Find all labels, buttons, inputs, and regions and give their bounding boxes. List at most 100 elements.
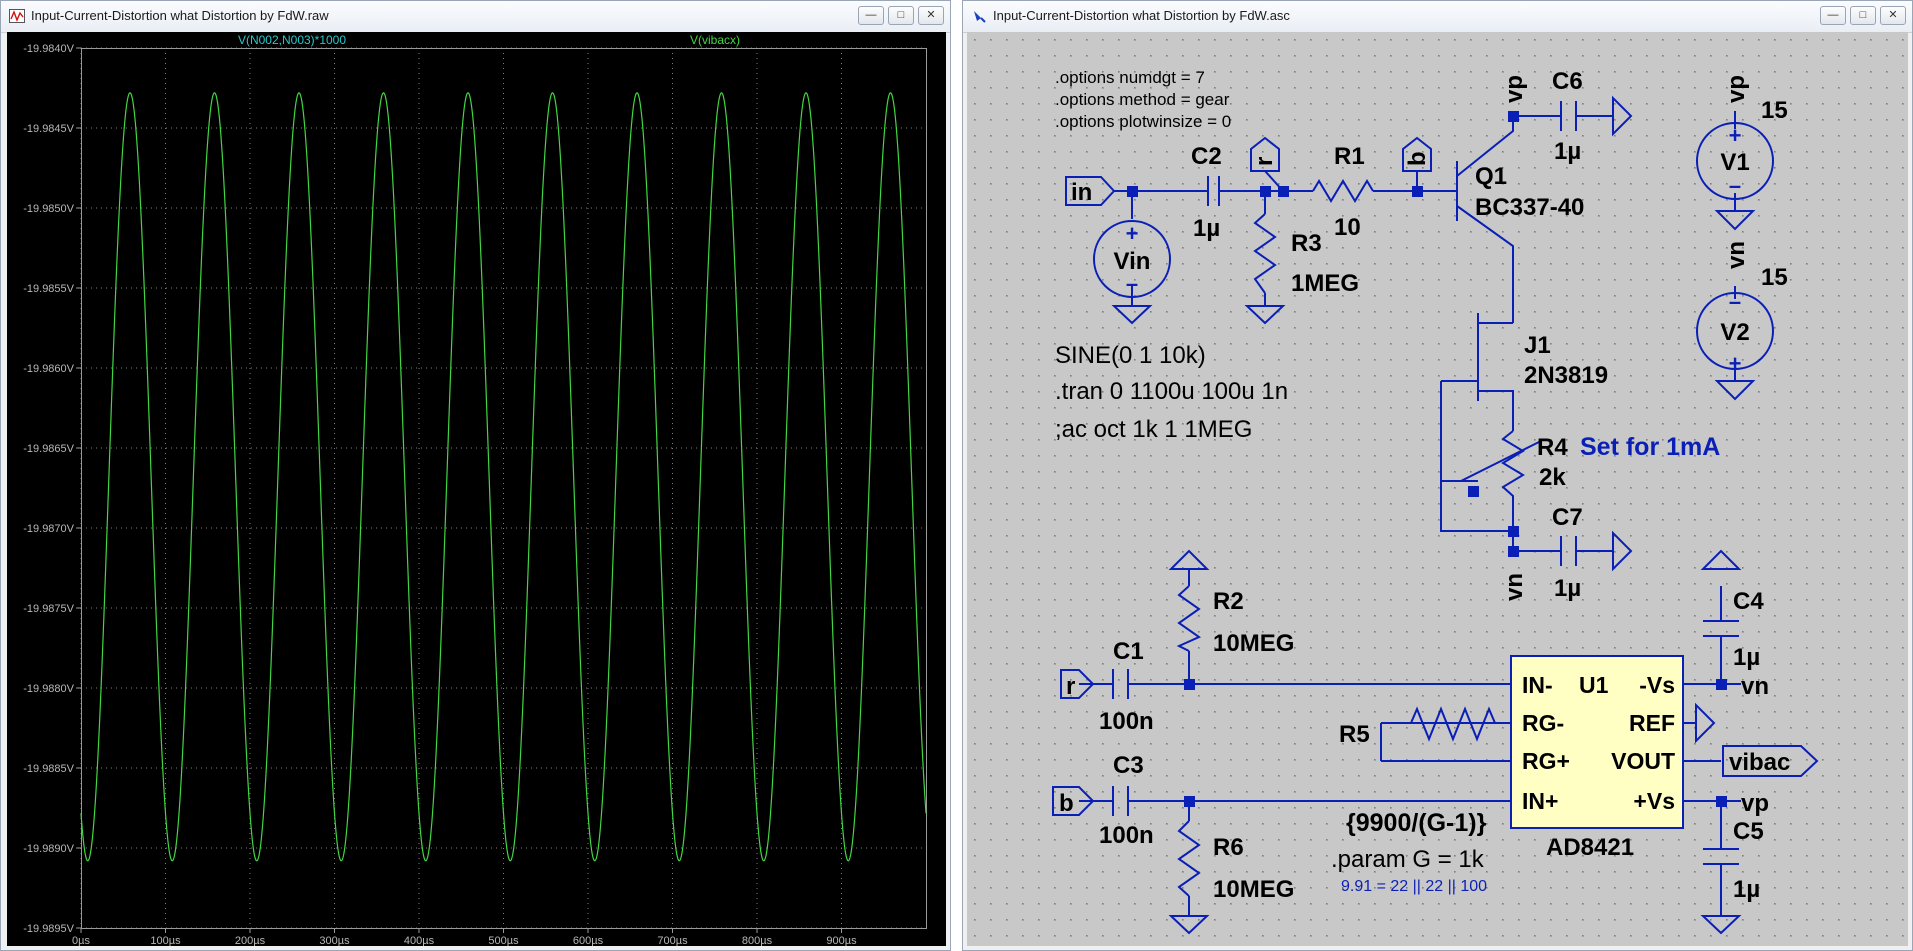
label-v1-value[interactable]: 15 <box>1761 97 1788 124</box>
net-label-vp-q1[interactable]: vp <box>1501 75 1528 103</box>
capacitor-c5-symbol[interactable] <box>1703 848 1739 865</box>
schematic-close-button[interactable]: ✕ <box>1880 6 1906 25</box>
label-u1-value[interactable]: AD8421 <box>1546 834 1634 861</box>
voltage-source-v1-symbol[interactable] <box>1696 122 1774 200</box>
directive-numdgt[interactable]: .options numdgt = 7 <box>1055 68 1205 87</box>
vin-sine-spec[interactable]: SINE(0 1 10k) <box>1055 342 1206 369</box>
label-c3[interactable]: C3 <box>1113 752 1144 779</box>
label-r3-value[interactable]: 1MEG <box>1291 270 1359 297</box>
spice-options-block[interactable]: .options numdgt = 7 .options method = ge… <box>1055 68 1231 131</box>
label-r2[interactable]: R2 <box>1213 588 1244 615</box>
pin-ref: REF <box>1629 710 1675 736</box>
label-r1-value[interactable]: 10 <box>1334 214 1361 241</box>
resistor-r6-symbol[interactable] <box>1177 820 1201 897</box>
schematic-app-icon <box>974 11 986 23</box>
voltage-source-vin-symbol[interactable] <box>1093 220 1171 298</box>
label-r6-value[interactable]: 10MEG <box>1213 876 1294 903</box>
net-label-b-top[interactable]: b <box>1404 151 1431 166</box>
instrumentation-amp-u1-symbol[interactable] <box>1510 655 1684 829</box>
schematic-canvas[interactable]: +– +– –+ .options numdgt = 7 .options me… <box>967 32 1908 946</box>
svg-text:+: + <box>1729 123 1742 148</box>
label-c7-value[interactable]: 1µ <box>1554 575 1581 602</box>
svg-text:–: – <box>1126 271 1138 296</box>
net-label-r[interactable]: r <box>1066 673 1075 700</box>
waveform-viewer-window: Input-Current-Distortion what Distortion… <box>0 0 951 951</box>
capacitor-c1-symbol[interactable] <box>1112 669 1129 699</box>
label-r6[interactable]: R6 <box>1213 834 1244 861</box>
r5-value-expr[interactable]: {9900/(G-1)} <box>1346 809 1487 837</box>
potentiometer-r4-symbol[interactable] <box>1441 430 1542 531</box>
net-label-vibac[interactable]: vibac <box>1729 749 1790 776</box>
label-c2[interactable]: C2 <box>1191 143 1222 170</box>
plot-minimize-button[interactable]: — <box>858 6 884 25</box>
net-label-in[interactable]: in <box>1071 179 1092 206</box>
net-label-vp-u1[interactable]: vp <box>1741 790 1769 817</box>
label-c6[interactable]: C6 <box>1552 68 1583 95</box>
label-c6-value[interactable]: 1µ <box>1554 138 1581 165</box>
net-label-r-top[interactable]: r <box>1251 157 1278 166</box>
label-c4[interactable]: C4 <box>1733 588 1764 615</box>
label-r4[interactable]: R4 <box>1537 434 1568 461</box>
trace-label-vn002[interactable]: V(N002,N003)*1000 <box>238 33 346 47</box>
resistor-r1-symbol[interactable] <box>1312 179 1374 203</box>
plot-title-bar[interactable]: Input-Current-Distortion what Distortion… <box>1 1 950 33</box>
label-r5[interactable]: R5 <box>1339 721 1370 748</box>
directive-tran[interactable]: .tran 0 1100u 100u 1n <box>1055 378 1288 405</box>
param-g[interactable]: .param G = 1k <box>1331 846 1485 873</box>
net-label-vn-v2[interactable]: vn <box>1723 241 1750 269</box>
schematic-grid <box>967 32 1908 946</box>
capacitor-c3-symbol[interactable] <box>1112 786 1129 816</box>
schematic-title-bar[interactable]: Input-Current-Distortion what Distortion… <box>963 1 1912 33</box>
label-c3-value[interactable]: 100n <box>1099 822 1154 849</box>
label-j1[interactable]: J1 <box>1524 332 1551 359</box>
jfet-j1-symbol[interactable] <box>1477 311 1514 401</box>
x-tick-label: 100µs <box>150 935 181 946</box>
label-v2[interactable]: V2 <box>1720 319 1749 346</box>
capacitor-c2-symbol[interactable] <box>1207 176 1220 206</box>
label-r4-value[interactable]: 2k <box>1539 464 1566 491</box>
capacitor-c6-symbol[interactable] <box>1560 101 1577 131</box>
capacitor-c7-symbol[interactable] <box>1560 536 1577 566</box>
label-j1-value[interactable]: 2N3819 <box>1524 362 1608 389</box>
label-c7[interactable]: C7 <box>1552 504 1583 531</box>
label-r3[interactable]: R3 <box>1291 230 1322 257</box>
source-directives[interactable]: SINE(0 1 10k) .tran 0 1100u 100u 1n ;ac … <box>1055 342 1288 443</box>
label-c5-value[interactable]: 1µ <box>1733 876 1760 903</box>
net-label-b[interactable]: b <box>1059 790 1074 817</box>
resistor-r3-symbol[interactable] <box>1253 213 1277 294</box>
label-u1[interactable]: U1 <box>1579 672 1609 698</box>
directive-ac-comment[interactable]: ;ac oct 1k 1 1MEG <box>1055 416 1252 443</box>
label-c2-value[interactable]: 1µ <box>1193 215 1220 242</box>
label-v2-value[interactable]: 15 <box>1761 264 1788 291</box>
parallel-note[interactable]: 9.91 = 22 || 22 || 100 <box>1341 878 1487 895</box>
waveform-trace-vibacx[interactable] <box>80 92 927 862</box>
schematic-minimize-button[interactable]: — <box>1820 6 1846 25</box>
label-vin[interactable]: Vin <box>1114 248 1151 275</box>
schematic-maximize-button[interactable]: □ <box>1850 6 1876 25</box>
label-q1-value[interactable]: BC337-40 <box>1475 194 1584 221</box>
capacitor-c4-symbol[interactable] <box>1703 620 1739 637</box>
directive-method[interactable]: .options method = gear <box>1055 90 1230 109</box>
net-label-vn-u1[interactable]: vn <box>1741 673 1769 700</box>
plot-maximize-button[interactable]: □ <box>888 6 914 25</box>
plot-close-button[interactable]: ✕ <box>918 6 944 25</box>
resistor-r2-symbol[interactable] <box>1176 585 1202 652</box>
label-c4-value[interactable]: 1µ <box>1733 644 1760 671</box>
label-c5[interactable]: C5 <box>1733 818 1764 845</box>
directive-plotwinsize[interactable]: .options plotwinsize = 0 <box>1055 112 1231 131</box>
label-v1[interactable]: V1 <box>1720 149 1749 176</box>
trace-label-vibacx[interactable]: V(vibacx) <box>690 33 740 47</box>
net-label-vp-v1[interactable]: vp <box>1723 75 1750 103</box>
label-r2-value[interactable]: 10MEG <box>1213 630 1294 657</box>
waveform-plot-pane[interactable]: -19.9840V-19.9845V-19.9850V-19.9855V-19.… <box>7 32 946 946</box>
pin-vs-minus: -Vs <box>1639 672 1675 698</box>
label-q1[interactable]: Q1 <box>1475 163 1507 190</box>
resistor-r5-symbol[interactable] <box>1410 706 1496 742</box>
net-label-vn-c7[interactable]: vn <box>1501 573 1528 601</box>
component-labels: C2 1µ R1 10 R3 1MEG Q1 BC337-40 C6 1µ 15… <box>1099 68 1788 903</box>
label-c1[interactable]: C1 <box>1113 638 1144 665</box>
voltage-source-v2-symbol[interactable] <box>1696 292 1774 370</box>
comment-set-current[interactable]: Set for 1mA <box>1580 433 1720 461</box>
label-c1-value[interactable]: 100n <box>1099 708 1154 735</box>
label-r1[interactable]: R1 <box>1334 143 1365 170</box>
